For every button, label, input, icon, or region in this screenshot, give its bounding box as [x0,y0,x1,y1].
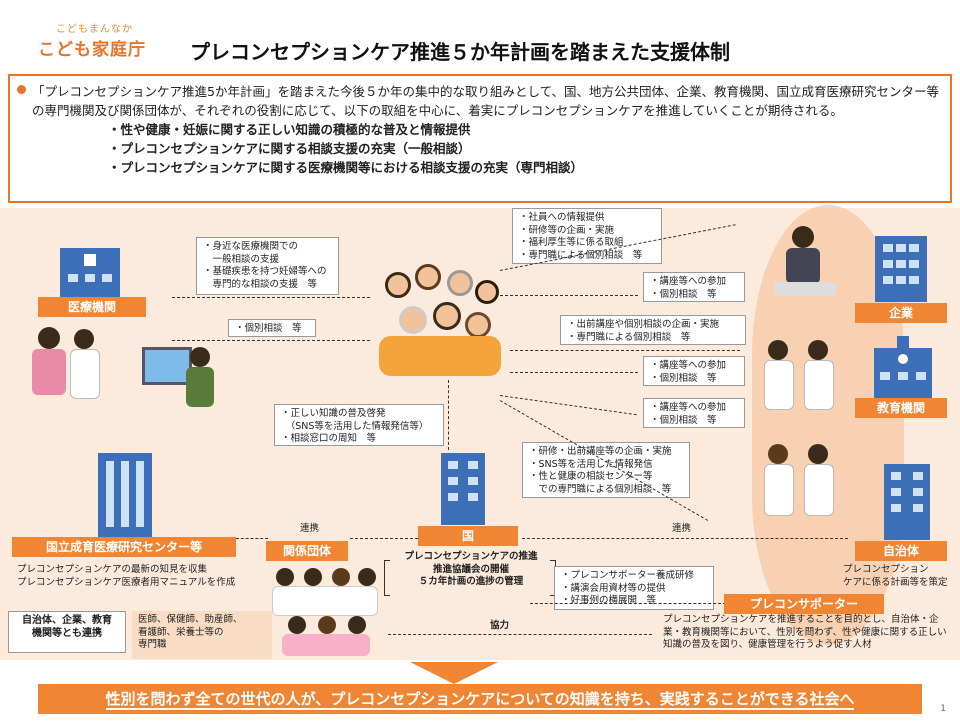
arrow-org-country [350,538,418,539]
note-education-support: ・出前講座や個別相談の企画・実施 ・専門職による個別相談 等 [560,315,746,345]
summary-box: 「プレコンセプションケア推進5か年計画」を踏まえた今後５か年の集中的な取り組みと… [8,74,952,203]
label-education: 教育機関 [855,398,947,418]
label-supporter: プレコンサポーター [724,594,884,614]
page-number: 1 [940,704,946,714]
bottom-banner: 性別を問わず全ての世代の人が、プレコンセプションケアについての知識を持ち、実践す… [38,684,922,714]
down-arrow-icon [410,662,498,684]
bracket-left [384,560,390,596]
link-renkei-left: 連携 [300,523,320,534]
note-supporter-support: ・プレコンサポーター養成研修 ・講演会用資材等の提供 ・好事例の横展開 等 [554,566,714,610]
arrow-ncchd-org [236,538,268,539]
arrow-education [510,350,740,351]
bullet-icon [17,85,26,94]
arrow-country-people [448,380,449,450]
note-local-participation: ・講座等への参加 ・個別相談 等 [643,398,745,428]
summary-item: ・プレコンセプションケアに関する医療機関等における相談支援の充実（専門相談） [108,160,584,175]
note-education-participation: ・講座等への参加 ・個別相談 等 [643,356,745,386]
summary-item: ・プレコンセプションケアに関する相談支援の充実（一般相談） [108,141,471,156]
note-country-to-people: ・正しい知識の普及啓発 （SNS等を活用した情報発信等） ・相談窓口の周知 等 [274,404,444,446]
teachers-illustration [762,336,842,424]
hospital-icon [60,248,120,300]
arrow-company-participation [500,295,638,296]
arrow-education-participation [510,372,638,373]
professionals-illustration [270,566,380,658]
arrow-kyoryoku [388,634,652,635]
professionals-text: 医師、保健師、助産師、 看護師、栄養士等の 専門職 [132,611,272,659]
arrow-country-local [522,538,848,539]
label-local-gov: 自治体 [855,541,947,561]
logo-tagline: こどもまんなか [56,24,133,35]
bottom-banner-text: 性別を問わず全ての世代の人が、プレコンセプションケアについての知識を持ち、実践す… [105,690,855,710]
label-ncchd: 国立成育医療研究センター等 [12,537,236,557]
doctor-patient-illustration [30,325,220,415]
note-medical-support: ・身近な医療機関での 一般相談の支援 ・基礎疾患を持つ妊婦等への 専門的な相談の… [196,237,339,295]
note-company-participation: ・講座等への参加 ・個別相談 等 [643,272,745,302]
arrow-medical [172,297,370,298]
note-local-support: ・研修・出前講座等の企画・実施 ・SNS等を活用した情報発信 ・性と健康の相談セ… [522,442,690,498]
link-renkei-right: 連携 [672,523,692,534]
supporter-description: プレコンセプションケアを推進することを目的とし、自治体・企業・教育機関等において… [663,614,947,650]
collab-box: 自治体、企業、教育 機関等とも連携 [8,611,126,653]
research-center-building-icon [98,453,152,537]
note-company-support: ・社員への情報提供 ・研修等の企画・実施 ・福利厚生等に係る取組 ・専門職による… [512,208,662,264]
label-organizations: 関係団体 [266,541,348,561]
arrow-supporter [530,603,726,604]
arrow-medical-consult [172,340,370,341]
school-building-icon [874,336,932,398]
link-kyoryoku: 協力 [490,620,510,631]
people-crowd-illustration [375,262,505,380]
page-title: プレコンセプションケア推進５か年計画を踏まえた支援体制 [190,40,730,64]
government-building-icon [441,453,485,525]
office-workers-illustration [770,218,840,308]
company-building-icon [875,236,927,302]
note-medical-consult: ・個別相談 等 [228,319,316,337]
label-company: 企業 [855,303,947,323]
logo: こども家庭庁 [38,40,146,60]
local-staff-illustration [762,440,842,532]
summary-text: 「プレコンセプションケア推進5か年計画」を踏まえた今後５か年の集中的な取り組みと… [32,84,939,118]
city-hall-building-icon [884,464,930,540]
label-medical: 医療機関 [38,297,146,317]
ncchd-description: プレコンセプションケアの最新の知見を収集 プレコンセプションケア医療者用マニュア… [17,564,236,588]
summary-item: ・性や健康・妊娠に関する正しい知識の積極的な普及と情報提供 [108,122,471,137]
summary-list: ・性や健康・妊娠に関する正しい知識の積極的な普及と情報提供 ・プレコンセプション… [108,120,940,177]
country-description: プレコンセプションケアの推進 推進協議会の開催 ５カ年計画の進捗の管理 [404,551,538,587]
local-gov-description: プレコンセプション ケアに係る計画等を策定 [843,564,948,588]
label-country: 国 [418,526,518,546]
